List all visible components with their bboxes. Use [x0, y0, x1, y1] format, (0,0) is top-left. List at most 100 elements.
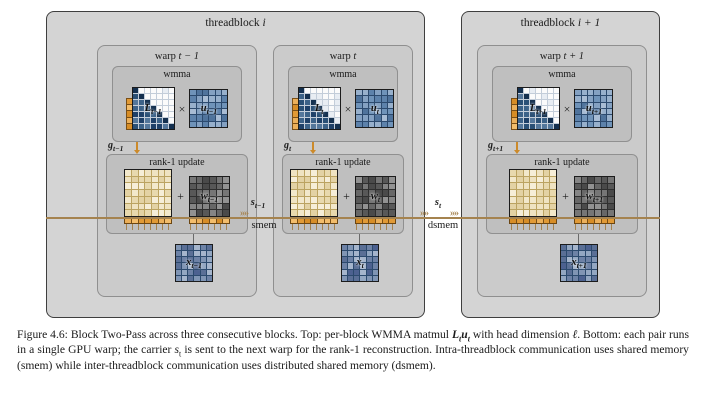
matrix-x: xt	[341, 244, 379, 282]
warp-title-text: warp	[539, 51, 564, 62]
smem-label: smem	[251, 220, 277, 231]
s-base: s	[250, 197, 255, 208]
times-operator: ×	[563, 101, 571, 116]
s-sub: t	[439, 201, 442, 211]
matrix-u: ut	[355, 89, 395, 128]
rank1-matrices: + wt+1	[487, 169, 637, 230]
warp-title-var: t	[353, 51, 357, 62]
matrix-L: Lt	[297, 87, 341, 130]
caption-text: . Bottom: each pair runs in a single GPU…	[17, 328, 689, 357]
rank1-label: rank-1 update	[315, 157, 371, 168]
chevron-right-icon: »»	[240, 208, 249, 219]
matrix-u-grid	[189, 89, 229, 128]
warp-box: warp t + 1 wmma Lt+1 × u t+1	[477, 45, 647, 297]
w-assembly: wt−1	[188, 176, 230, 230]
carrier-row	[124, 217, 173, 224]
plus-operator: +	[562, 189, 569, 203]
wmma-box: wmma Lt × ut	[288, 66, 398, 142]
g-sub: t+1	[493, 144, 504, 153]
rank1-update-box: rank-1 update + wt	[282, 154, 404, 234]
matrix-w: wt+1	[573, 176, 615, 217]
wmma-matrices: Lt × ut	[289, 87, 397, 130]
caption-math-u: u	[461, 328, 468, 341]
matrix-w-sub: t+1	[592, 194, 603, 204]
g-arrow-icon	[514, 142, 520, 154]
thread-comb	[126, 224, 171, 230]
threadblock-title-text: threadblock	[520, 17, 578, 29]
accumulator-assembly	[124, 169, 173, 230]
threadblock-title-var: i	[262, 17, 266, 29]
wmma-matrices: Lt−1 × ut−1	[113, 87, 241, 130]
times-operator: ×	[344, 101, 352, 116]
matrix-accumulator	[509, 169, 558, 217]
thread-comb	[575, 224, 614, 230]
caption-math-s-sub: t	[179, 349, 182, 359]
accumulator-assembly	[509, 169, 558, 230]
matrix-u: ut−1	[189, 89, 229, 128]
matrix-x-base: x	[186, 256, 192, 268]
threadblock-title-var: i + 1	[577, 17, 601, 29]
matrix-w-label: wt−1	[201, 191, 219, 204]
carrier-s-label: st	[435, 197, 442, 211]
matrix-accumulator	[290, 169, 339, 217]
carrier-row	[573, 217, 615, 224]
matrix-w-base: w	[370, 190, 378, 202]
thread-comb	[190, 224, 229, 230]
connector-line	[193, 234, 194, 244]
matrix-L-sub: t+1	[536, 106, 547, 116]
warp-title: warp t − 1	[98, 51, 256, 62]
s-sub: t−1	[254, 201, 266, 211]
threadblock-title-text: threadblock	[205, 17, 263, 29]
warp-box: warp t wmma Lt × ut	[273, 45, 413, 297]
caption-text: with head dimension	[469, 328, 573, 341]
matrix-L-base: L	[529, 102, 537, 114]
matrix-x-sub: t+1	[576, 260, 587, 270]
accumulator-assembly	[290, 169, 339, 230]
caption-math-L: L	[451, 328, 460, 341]
g-vector-strip	[510, 98, 517, 130]
matrix-u-base: u	[200, 102, 207, 114]
matrix-u-base: u	[585, 102, 592, 114]
matrix-w-grid	[188, 176, 230, 217]
chevron-right-icon: »»	[450, 208, 459, 219]
L-matrix-assembly: Lt+1	[510, 87, 560, 130]
matrix-w: wt	[354, 176, 396, 217]
matrix-w-grid	[573, 176, 615, 217]
rank1-label: rank-1 update	[534, 157, 590, 168]
rank1-matrices: + wt	[283, 169, 403, 230]
matrix-L-label: Lt	[315, 103, 324, 115]
warp-title-text: warp	[329, 51, 354, 62]
warp-title-var: t + 1	[563, 51, 585, 62]
g-vector-strip	[125, 98, 132, 130]
matrix-u-sub: t	[376, 106, 379, 116]
matrix-w-grid	[354, 176, 396, 217]
caption-math-L-sub: t	[459, 334, 462, 344]
matrix-u-sub: t−1	[206, 106, 218, 116]
threadblock-i1-box: threadblock i + 1 warp t + 1 wmma Lt+1 ×	[461, 11, 660, 318]
matrix-u-label: ut−1	[200, 102, 218, 116]
matrix-w: wt−1	[188, 176, 230, 217]
matrix-x-grid	[341, 244, 379, 282]
matrix-accumulator-grid	[124, 169, 173, 217]
L-matrix-assembly: Lt	[291, 87, 341, 130]
memory-bus-line	[46, 217, 660, 219]
rank1-update-box: rank-1 update + wt+1	[486, 154, 638, 234]
matrix-x-label: xt−1	[186, 256, 202, 270]
caption-math-s: s	[174, 343, 180, 357]
matrix-x-sub: t−1	[191, 260, 202, 270]
g-sub: t−1	[113, 144, 124, 153]
thread-comb	[356, 224, 395, 230]
rank1-update-box: rank-1 update + wt−1	[106, 154, 248, 234]
warp-title: warp t	[274, 51, 412, 62]
dsmem-label: dsmem	[427, 220, 459, 231]
caption-text: Block Two-Pass across three consecutive …	[70, 328, 452, 341]
thread-comb	[292, 224, 337, 230]
plus-operator: +	[177, 189, 184, 203]
matrix-w-sub: t−1	[207, 194, 219, 204]
matrix-x-grid	[175, 244, 213, 282]
matrix-accumulator-grid	[509, 169, 558, 217]
connector-line	[578, 234, 579, 244]
plus-operator: +	[343, 189, 350, 203]
wmma-label: wmma	[548, 69, 576, 80]
